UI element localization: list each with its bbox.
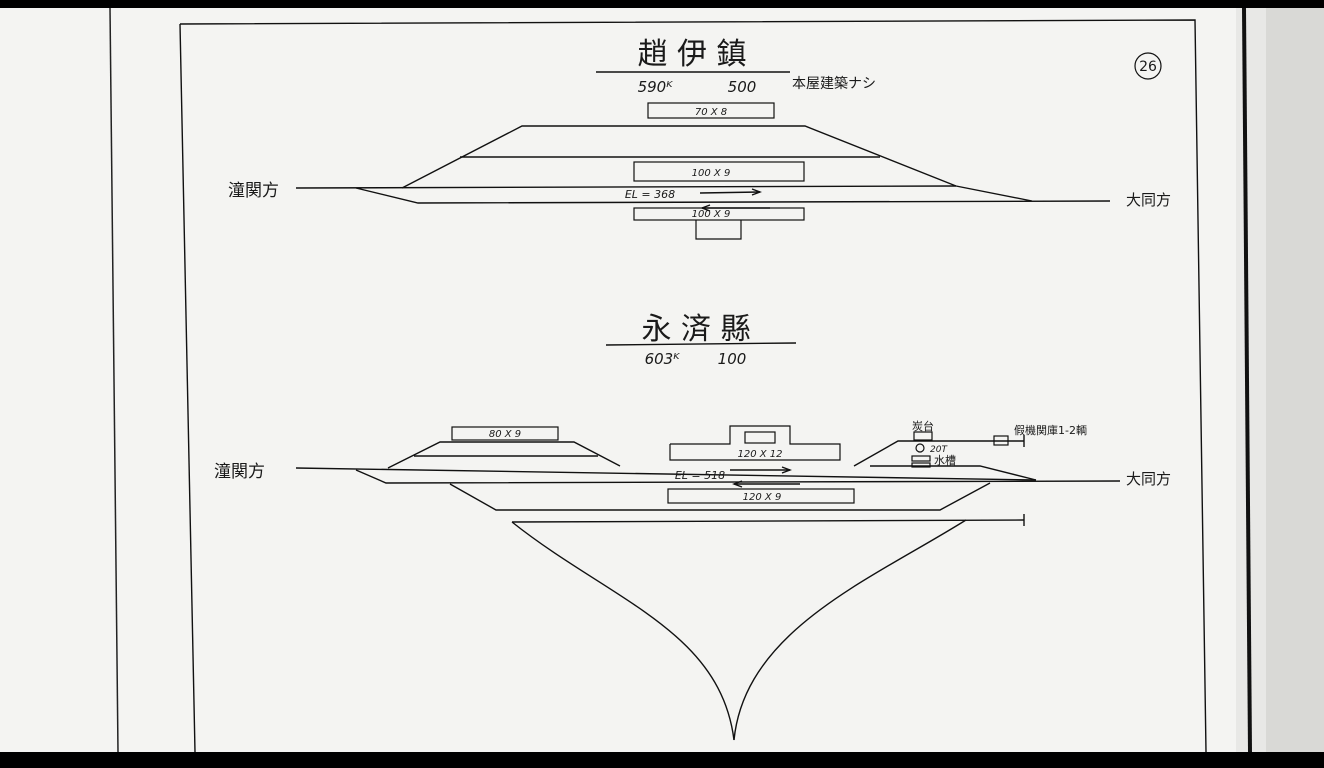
binding-line [1242, 7, 1252, 753]
station-1-arrow-right [751, 188, 762, 196]
station-1-elevation: EL = 368 [625, 188, 675, 201]
station-2: 永 済 縣 603ᴷ 100 80 X 9 120 X 12 炭台 20T 水槽… [214, 312, 1171, 741]
station-2-siding-left [387, 441, 621, 469]
station-2-arrow-right [781, 466, 792, 474]
station-1-name: 趙 伊 鎮 [637, 37, 746, 72]
station-1-left-direction: 潼関方 [228, 181, 279, 201]
station-1-platform-top-label: 70 X 8 [695, 107, 727, 118]
station-2-label-shed: 假機関庫1-2輌 [1014, 423, 1087, 437]
right-margin-paper [1266, 8, 1324, 752]
station-2-building [669, 425, 841, 461]
station-2-km: 603ᴷ [645, 350, 681, 368]
station-2-water-tank-a [911, 455, 931, 462]
station-1-platform-top [647, 102, 775, 119]
station-2-turntable [915, 443, 925, 453]
station-2-label-water: 水槽 [934, 454, 956, 467]
station-2-label-coal: 炭台 [912, 419, 934, 433]
station-2-platform-mid-label: 120 X 12 [737, 449, 782, 460]
station-2-underline [605, 342, 797, 346]
station-1-km: 590ᴷ [638, 78, 674, 96]
station-2-yard-track-2 [511, 519, 1025, 523]
station-1-note: 本屋建築ナシ [792, 76, 876, 92]
station-2-loop-line [355, 469, 1121, 484]
station-2-sub: 100 [718, 350, 747, 368]
station-1-loop-join [955, 185, 1033, 202]
station-1-loop-line [355, 187, 1111, 204]
station-2-platform-left-label: 80 X 9 [489, 429, 521, 440]
station-2-main-line [295, 467, 1037, 481]
station-1-main-line [295, 185, 957, 189]
station-1-platform-mid [633, 161, 805, 182]
station-1-platform-mid-label: 100 X 9 [692, 168, 731, 179]
drawing-frame [179, 19, 1207, 753]
station-1-platform-low [633, 207, 805, 221]
station-2-water-tank-b [911, 462, 931, 468]
station-2-engine-shed [993, 435, 1009, 446]
station-2-label-turntable: 20T [930, 445, 948, 455]
station-1: 趙 伊 鎮 590ᴷ 500 本屋建築ナシ 70 X 8 100 X 9 潼関方… [228, 37, 1171, 240]
page-number: 26 [1139, 59, 1157, 75]
bottom-edge [0, 752, 1324, 768]
left-fold-line [109, 7, 119, 753]
station-1-platform-low-label: 100 X 9 [692, 209, 731, 220]
station-2-branch-left [511, 521, 735, 741]
station-2-platform-low [667, 488, 855, 504]
station-2-branch-right [733, 519, 967, 741]
station-2-loop-join [870, 465, 1037, 481]
page-number-circle [1134, 52, 1162, 80]
station-1-right-direction: 大同方 [1126, 191, 1171, 209]
station-1-arrow-line [699, 191, 761, 194]
station-2-arrow-left [732, 480, 743, 488]
station-2-left-direction: 潼関方 [214, 462, 265, 482]
station-2-building-core [744, 431, 776, 444]
drawing-frame-left [179, 23, 196, 753]
station-2-right-direction: 大同方 [1126, 470, 1171, 488]
station-2-elevation: EL = 518 [675, 469, 725, 482]
station-2-engine-siding [853, 440, 1024, 467]
station-2-name: 永 済 縣 [641, 312, 750, 347]
station-1-sub: 500 [728, 78, 757, 96]
top-edge [0, 0, 1324, 8]
station-2-platform-low-label: 120 X 9 [743, 492, 782, 503]
station-2-coal-platform [913, 431, 933, 441]
station-2-platform-left [451, 426, 559, 441]
station-2-yard-track-1 [449, 482, 991, 511]
station-1-building [695, 220, 742, 240]
